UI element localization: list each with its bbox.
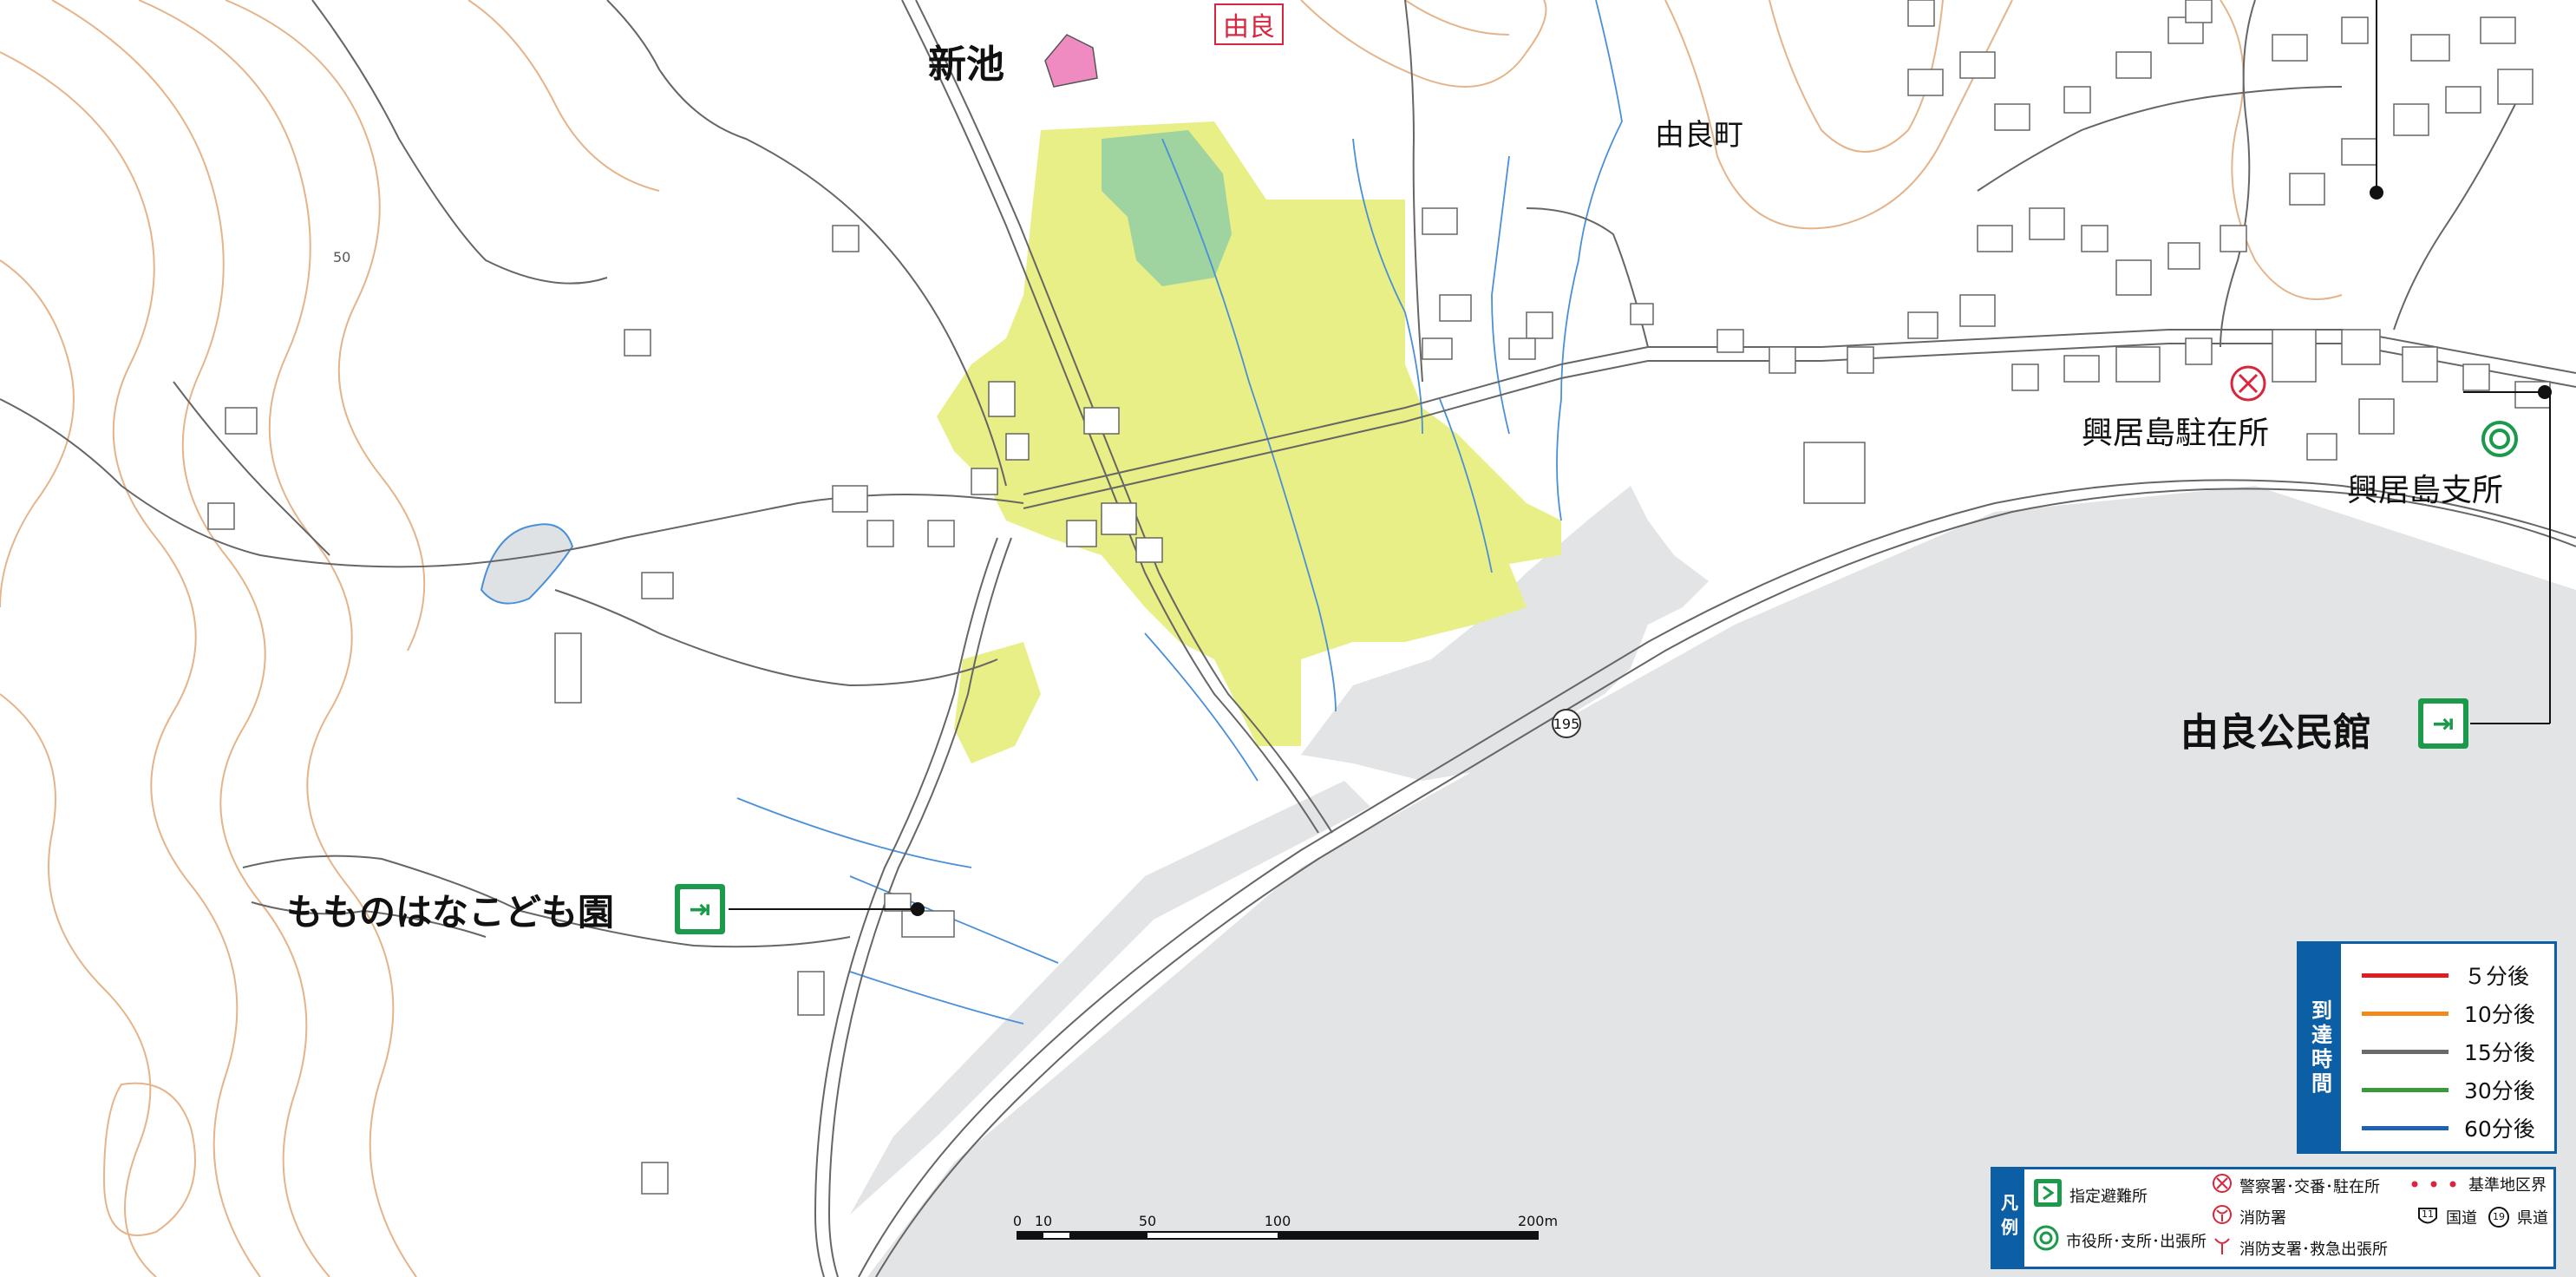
sea-area <box>867 486 2576 1277</box>
prefectural-road-shield-icon: 19 <box>2488 1206 2510 1228</box>
scale-tick-10: 10 <box>1034 1213 1053 1229</box>
water-lines <box>736 0 1623 1025</box>
legend-fire: 消防署 <box>2212 1204 2286 1229</box>
contour-lines <box>0 0 2343 1277</box>
legend-row-5min: ５分後 <box>2362 959 2529 991</box>
fire-branch-icon <box>2212 1235 2233 1261</box>
park-area <box>1102 130 1232 286</box>
shinike-pond <box>1044 34 1098 88</box>
city-office-icon[interactable] <box>2481 420 2519 458</box>
legend-row-60min: 60分後 <box>2362 1112 2535 1143</box>
label-yura-badge: 由良 <box>1214 3 1284 45</box>
national-road-shield-icon: 11 <box>2416 1206 2439 1228</box>
legend-office: 市役所･支所･出張所 <box>2033 1225 2207 1255</box>
evacuation-shelter-icon[interactable]: ⇥ <box>675 884 725 934</box>
leader-lines <box>729 0 2551 910</box>
legend-shelter: 指定避難所 <box>2033 1178 2148 1212</box>
evacuation-shelter-icon <box>2033 1178 2063 1212</box>
inner-cove <box>1301 486 1709 781</box>
fire-station-icon <box>2212 1204 2233 1229</box>
legend-fire-branch: 消防支署･救急出張所 <box>2212 1235 2388 1261</box>
legend-prefectural-road: 19 県道 <box>2488 1206 2548 1228</box>
legend-row-30min: 30分後 <box>2362 1074 2535 1105</box>
scale-tick-0: 0 <box>1012 1213 1023 1229</box>
label-police-box: 興居島駐在所 <box>2082 416 2270 451</box>
symbol-legend-title: 凡例 <box>1993 1169 2024 1267</box>
scale-tick-50: 50 <box>1138 1213 1157 1229</box>
route-195-shield <box>1552 709 1581 738</box>
scale-tick-100: 100 <box>1264 1213 1291 1229</box>
coastal-strip <box>850 781 1370 1215</box>
scale-tick-200m: 200m <box>1517 1213 1559 1229</box>
legend-police: 警察署･交番･駐在所 <box>2212 1173 2380 1198</box>
pond-left <box>480 523 574 605</box>
contour-elevation-label: 50 <box>333 249 350 265</box>
boundary-dots-icon <box>2409 1175 2462 1194</box>
arrival-time-legend-title: 到達時間 <box>2299 944 2341 1151</box>
label-yura-town: 由良町 <box>1655 118 1743 153</box>
flood-zone <box>937 121 1561 746</box>
label-community-hall: 由良公民館 <box>2180 711 2371 755</box>
city-office-icon <box>2033 1225 2059 1255</box>
police-box-icon[interactable] <box>2229 364 2267 403</box>
legend-national-road: 11 国道 <box>2416 1206 2477 1228</box>
legend-row-10min: 10分後 <box>2362 998 2535 1029</box>
legend-boundary: 基準地区界 <box>2409 1173 2547 1195</box>
label-shinike: 新池 <box>928 43 1004 87</box>
symbol-legend: 凡例 指定避難所 市役所･支所･出張所 警察署･交番･駐在所 消防署 消防支署･… <box>1991 1167 2556 1269</box>
label-branch-office: 興居島支所 <box>2347 473 2504 508</box>
flood-zone-south <box>954 642 1041 763</box>
buildings <box>207 0 2551 1195</box>
evacuation-shelter-icon[interactable]: ⇥ <box>2418 698 2468 749</box>
arrival-time-legend: 到達時間 ５分後 10分後 15分後 30分後 60分後 <box>2297 941 2557 1154</box>
scale-bar: 0 10 50 100 200m <box>1012 1213 1558 1253</box>
route-195-label: 195 <box>1553 716 1580 732</box>
leader-dots <box>911 186 2552 916</box>
legend-row-15min: 15分後 <box>2362 1036 2535 1067</box>
label-kindergarten: もものはなこども園 <box>286 891 615 933</box>
police-box-icon <box>2212 1173 2233 1198</box>
